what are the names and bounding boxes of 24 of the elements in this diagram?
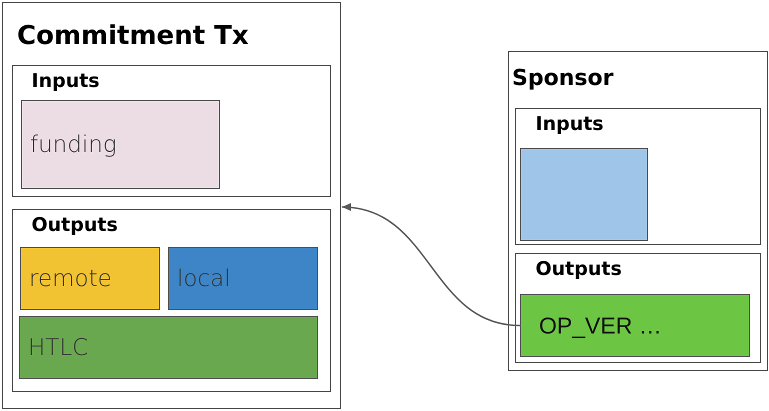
item-label: OP_VER … bbox=[539, 312, 662, 339]
item-label: HTLC bbox=[28, 334, 88, 360]
transaction-panel bbox=[508, 51, 768, 371]
section-heading: Outputs bbox=[32, 214, 118, 236]
output-box bbox=[20, 247, 160, 310]
output-box bbox=[19, 316, 318, 379]
input-box bbox=[520, 148, 648, 241]
transaction-panel bbox=[2, 2, 341, 409]
section-heading: Inputs bbox=[536, 112, 604, 134]
section-heading: Outputs bbox=[536, 258, 622, 280]
item-label: local bbox=[177, 266, 231, 292]
item-label: remote bbox=[29, 266, 112, 292]
section-box bbox=[514, 252, 760, 362]
panel-title: Sponsor bbox=[512, 66, 614, 91]
curved-arrow bbox=[342, 204, 520, 326]
section-heading: Inputs bbox=[32, 70, 100, 92]
input-box bbox=[21, 100, 220, 189]
item-label: funding bbox=[30, 132, 117, 158]
section-box bbox=[12, 64, 330, 196]
output-box bbox=[168, 247, 318, 310]
section-box bbox=[12, 208, 330, 392]
panel-title: Commitment Tx bbox=[17, 21, 249, 51]
section-box bbox=[514, 108, 760, 244]
output-box bbox=[520, 294, 750, 357]
